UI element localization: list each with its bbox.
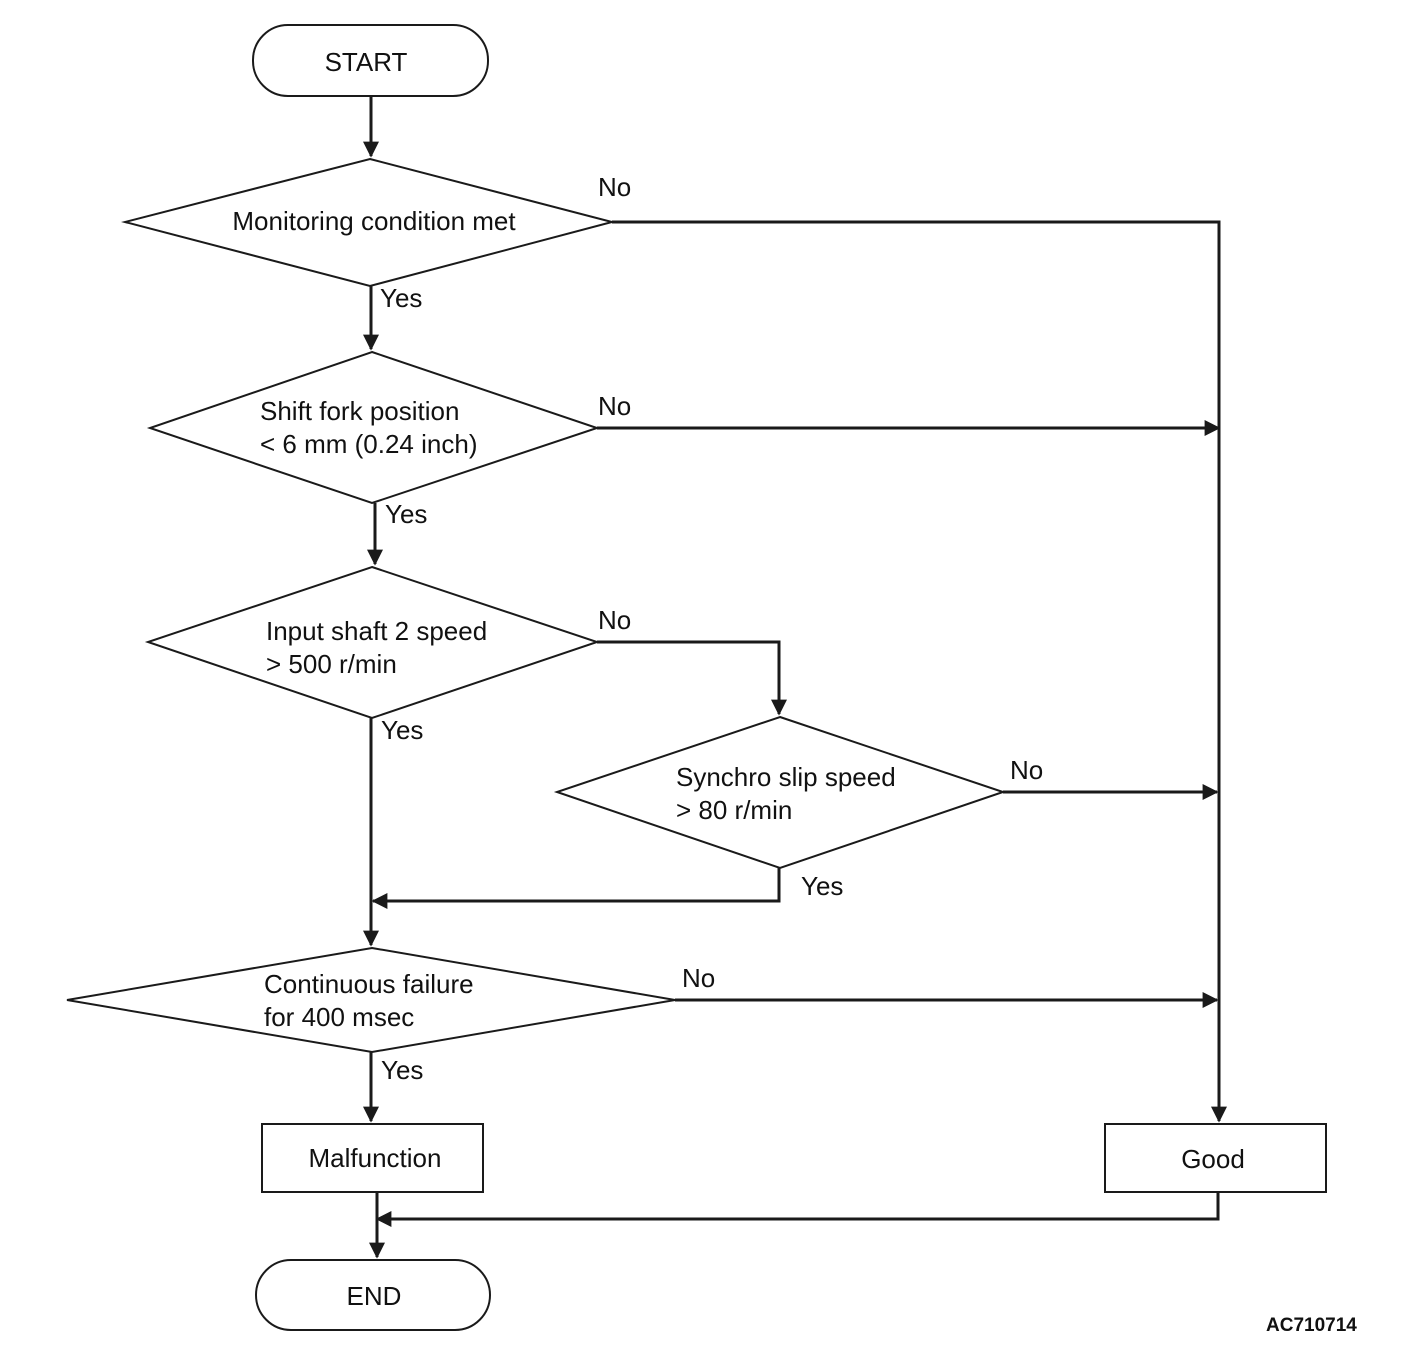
result-good-label: Good <box>1181 1144 1245 1174</box>
label-continuous-no: No <box>682 963 715 993</box>
result-malfunction: Malfunction <box>261 1123 484 1193</box>
label-inputshaft-no: No <box>598 605 631 635</box>
arrow-inputshaft-no <box>597 640 787 716</box>
decision-synchro-shape <box>553 715 1007 870</box>
decision-synchro-line-2: > 80 r/min <box>676 795 792 825</box>
figure-id: AC710714 <box>1266 1315 1357 1336</box>
decision-monitoring-line-1: Monitoring condition met <box>232 206 516 236</box>
decision-shift-fork-line-2: < 6 mm (0.24 inch) <box>260 429 477 459</box>
result-malfunction-label: Malfunction <box>309 1143 442 1173</box>
end-label: END <box>347 1281 402 1311</box>
label-synchro-yes: Yes <box>801 871 843 901</box>
arrow-good-to-end <box>375 1192 1220 1227</box>
decision-synchro-line-1: Synchro slip speed <box>676 762 896 792</box>
result-malfunction-shape <box>261 1123 484 1193</box>
start-shape <box>252 24 489 97</box>
decision-shift-fork: Shift fork position < 6 mm (0.24 inch) <box>146 350 601 505</box>
branch-labels: No Yes No Yes No Yes No Yes No Yes <box>380 172 1043 1085</box>
label-monitoring-yes: Yes <box>380 283 422 313</box>
result-good-shape <box>1104 1123 1327 1193</box>
label-monitoring-no: No <box>598 172 631 202</box>
label-synchro-no: No <box>1010 755 1043 785</box>
decision-continuous: Continuous failure for 400 msec <box>66 946 676 1054</box>
end-shape <box>255 1259 491 1331</box>
start-terminal: START <box>252 24 489 97</box>
end-terminal: END <box>255 1259 491 1331</box>
decision-monitoring-shape <box>121 157 616 288</box>
decision-shift-fork-line-1: Shift fork position <box>260 396 459 426</box>
label-shiftfork-yes: Yes <box>385 499 427 529</box>
arrow-synchro-yes <box>371 868 781 909</box>
connectors <box>363 96 1227 1259</box>
result-good: Good <box>1104 1123 1327 1193</box>
decision-continuous-shape <box>66 946 676 1054</box>
decision-continuous-line-1: Continuous failure <box>264 969 474 999</box>
decision-continuous-line-2: for 400 msec <box>264 1002 414 1032</box>
decision-synchro: Synchro slip speed > 80 r/min <box>553 715 1007 870</box>
decision-input-shaft-shape <box>144 565 601 720</box>
label-shiftfork-no: No <box>598 391 631 421</box>
arrow-monitoring-no <box>612 220 1227 1123</box>
decision-shift-fork-shape <box>146 350 601 505</box>
decision-input-shaft-line-2: > 500 r/min <box>266 649 397 679</box>
start-label: START <box>325 47 408 77</box>
decision-monitoring: Monitoring condition met <box>121 157 616 288</box>
label-continuous-yes: Yes <box>381 1055 423 1085</box>
decision-input-shaft: Input shaft 2 speed > 500 r/min <box>144 565 601 720</box>
label-inputshaft-yes: Yes <box>381 715 423 745</box>
decision-input-shaft-line-1: Input shaft 2 speed <box>266 616 487 646</box>
